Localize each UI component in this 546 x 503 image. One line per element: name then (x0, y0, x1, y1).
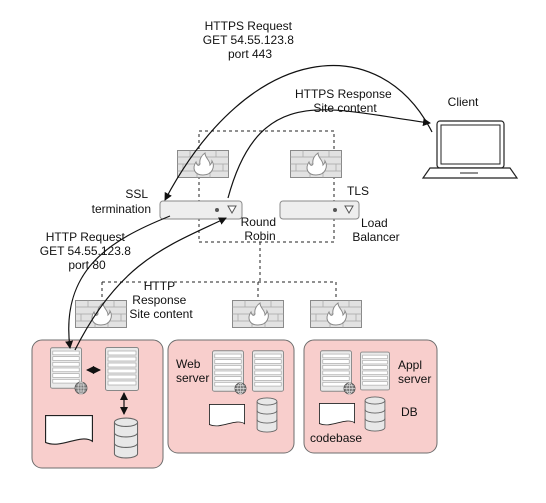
firewall-icon (232, 300, 284, 328)
http-request-arrow (65, 215, 171, 349)
server-rack-icon (252, 350, 284, 392)
http-request-label: HTTP Request GET 54.55.123.8 port 80 (40, 230, 135, 272)
load-balancer-icon (279, 200, 360, 220)
load-balancer-label: Load Balancer (352, 216, 399, 244)
globe-icon (343, 382, 356, 395)
firewall-icon (177, 150, 229, 178)
server-rack-icon (105, 347, 139, 391)
web-server-label: Web server (176, 357, 209, 385)
database-icon (113, 417, 139, 459)
database-icon (364, 396, 386, 432)
db-label: DB (401, 405, 418, 419)
internal-network-lines (101, 242, 337, 302)
https-response-arrow (227, 109, 431, 199)
firewall-icon (75, 300, 127, 328)
https-response-label: HTTPS Response Site content (295, 87, 395, 115)
server-rack-icon (50, 347, 82, 389)
globe-icon (234, 382, 247, 395)
globe-icon (74, 381, 88, 395)
load-balancer-icon (159, 200, 243, 220)
firewall-icon (290, 150, 342, 178)
firewall-group-outline (198, 130, 335, 243)
http-response-arrow (74, 217, 227, 351)
http-response-label: HTTP Response Site content (129, 279, 193, 321)
firewall-icon (310, 300, 362, 328)
client-label: Client (448, 95, 479, 109)
https-request-arrow (164, 64, 433, 201)
laptop-icon (421, 120, 519, 179)
https-request-label: HTTPS Request GET 54.55.123.8 port 443 (203, 19, 298, 61)
codebase-label: codebase (310, 431, 362, 445)
appl-server-label: Appl server (398, 358, 431, 386)
server-rack-icon (360, 351, 390, 391)
database-icon (256, 397, 278, 433)
round-robin-label: Round Robin (241, 215, 280, 243)
tls-label: TLS (347, 184, 369, 198)
ssl-termination-label: SSL termination (92, 187, 151, 216)
